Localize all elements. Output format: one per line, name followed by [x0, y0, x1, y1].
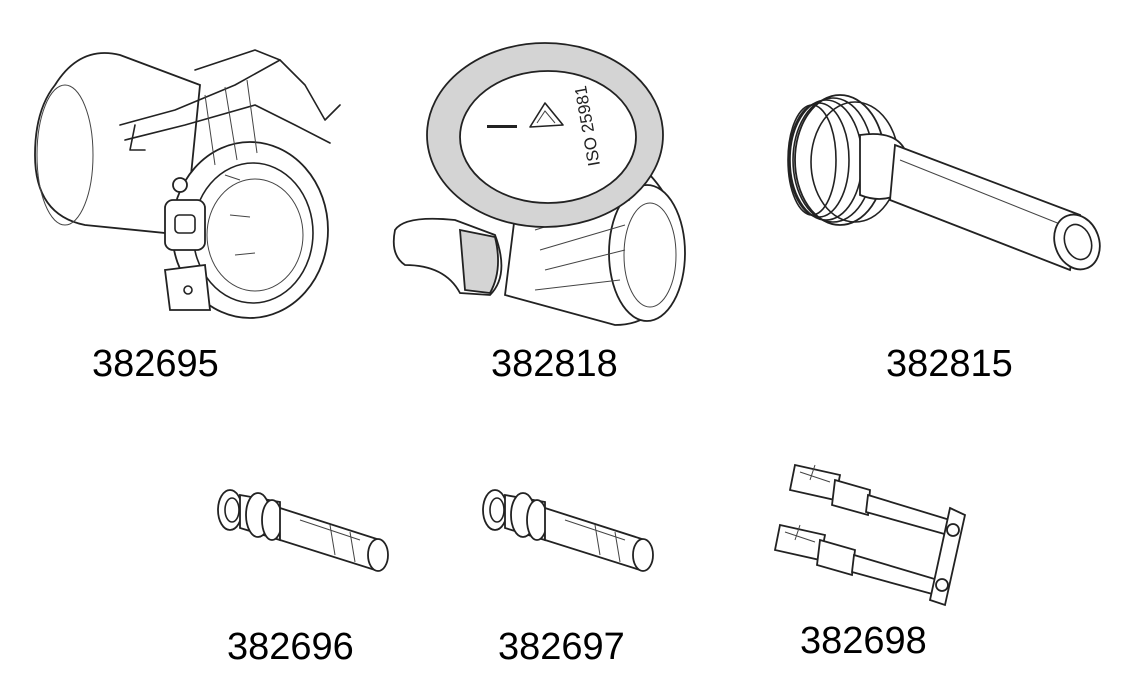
part-number-label: 382697: [498, 626, 625, 668]
part-382815: [785, 90, 1110, 280]
part-382695: [25, 25, 355, 325]
part-number-label: 382698: [800, 620, 927, 662]
socket-housing-icon: [34, 49, 341, 319]
part-382698: [770, 460, 975, 610]
part-number-label: 382696: [227, 626, 354, 668]
part-382697: [475, 480, 660, 580]
double-contact-bridge-icon: [773, 463, 967, 607]
part-number-label: 382815: [886, 343, 1013, 385]
part-number-label: 382695: [92, 343, 219, 385]
contact-pin-icon: [217, 489, 389, 572]
threaded-adapter-icon: [787, 94, 1101, 272]
part-number-label: 382818: [491, 343, 618, 385]
part-382818: ISO 25981: [385, 25, 705, 335]
part-382696: [210, 480, 395, 580]
contact-pin-icon: [482, 489, 654, 572]
iso-socket-with-cap-icon: ISO 25981: [392, 42, 686, 326]
